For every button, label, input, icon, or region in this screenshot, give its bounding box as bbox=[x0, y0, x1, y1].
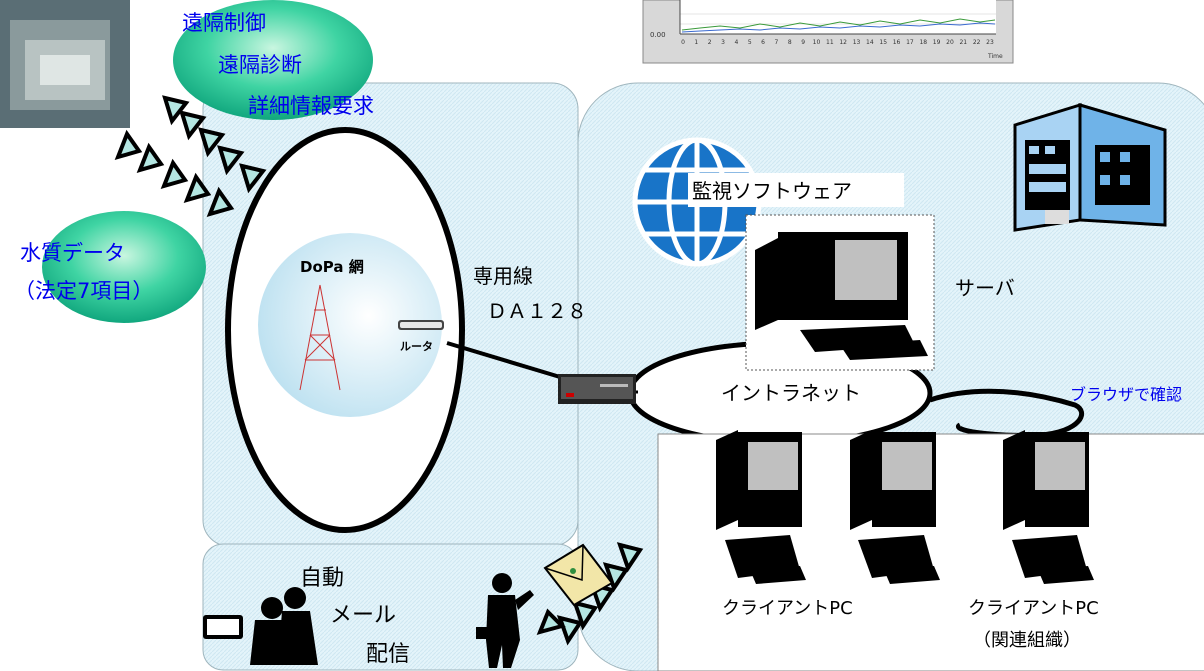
business-person-icon bbox=[476, 573, 534, 668]
chart-x-tick: 10 bbox=[813, 39, 821, 46]
label-remote-control: 遠隔制御 bbox=[182, 11, 266, 35]
client-pc-icon-3 bbox=[1003, 430, 1094, 584]
chart-x-tick: 21 bbox=[959, 39, 967, 46]
label-dopa-network: DoPa 網 bbox=[300, 258, 364, 276]
chart-y-zero: 0.00 bbox=[650, 31, 666, 39]
router-icon bbox=[398, 320, 444, 330]
chart-x-tick: 13 bbox=[853, 39, 861, 46]
chart-x-tick: 0 bbox=[681, 39, 685, 46]
chart-x-tick: 17 bbox=[906, 39, 914, 46]
chart-x-tick: 7 bbox=[775, 39, 779, 46]
office-building-icon bbox=[1013, 102, 1167, 232]
network-switch-icon bbox=[558, 374, 636, 404]
chart-x-tick: 20 bbox=[946, 39, 954, 46]
label-monitoring-software: 監視ソフトウェア bbox=[692, 179, 852, 203]
label-legal-items: （法定7項目） bbox=[14, 279, 153, 303]
label-client-pc-related: クライアントPC bbox=[968, 598, 1099, 619]
chart-x-tick: 4 bbox=[734, 39, 738, 46]
chart-x-tick: 16 bbox=[893, 39, 901, 46]
chart-x-tick: 6 bbox=[761, 39, 765, 46]
chart-x-tick: 11 bbox=[826, 39, 834, 46]
wireless-signal-upper bbox=[114, 95, 267, 218]
chart-x-title: Time bbox=[987, 53, 1003, 60]
label-router: ルータ bbox=[400, 340, 433, 353]
chart-x-tick: 2 bbox=[708, 39, 712, 46]
chart-x-tick: 12 bbox=[839, 39, 847, 46]
label-delivery: 配信 bbox=[366, 642, 410, 667]
label-da128: ＤＡ１２８ bbox=[487, 299, 587, 323]
chart-x-tick: 9 bbox=[801, 39, 805, 46]
monitoring-label-bg bbox=[688, 173, 904, 207]
chart-x-tick: 3 bbox=[721, 39, 725, 46]
chart-x-tick: 18 bbox=[919, 39, 927, 46]
browser-cable bbox=[929, 388, 1084, 438]
label-client-pc: クライアントPC bbox=[722, 598, 853, 619]
label-detail-request: 詳細情報要求 bbox=[248, 94, 374, 118]
client-pc-icon-1 bbox=[716, 430, 806, 584]
label-server: サーバ bbox=[955, 276, 1015, 300]
plant-photo bbox=[0, 0, 130, 128]
mail-envelope-icon bbox=[543, 543, 614, 607]
chart-x-tick: 19 bbox=[933, 39, 941, 46]
label-browser-check: ブラウザで確認 bbox=[1070, 385, 1182, 404]
label-intranet: イントラネット bbox=[721, 381, 861, 405]
label-water-data: 水質データ bbox=[20, 241, 125, 265]
people-silhouettes-icon bbox=[203, 587, 318, 665]
client-pc-icon-2 bbox=[850, 430, 940, 584]
water-data-bubble bbox=[42, 211, 206, 323]
chart-x-tick: 14 bbox=[866, 39, 874, 46]
remote-control-bubble bbox=[173, 0, 373, 120]
chart-x-tick: 5 bbox=[748, 39, 752, 46]
leased-line bbox=[446, 341, 571, 382]
label-related-org: （関連組織） bbox=[973, 630, 1081, 651]
label-remote-diagnosis: 遠隔診断 bbox=[218, 53, 302, 77]
label-auto: 自動 bbox=[300, 566, 344, 591]
chart-x-tick: 8 bbox=[788, 39, 792, 46]
label-mail: メール bbox=[330, 603, 396, 628]
chart-x-tick: 1 bbox=[694, 39, 698, 46]
chart-x-tick: 15 bbox=[879, 39, 887, 46]
chart-x-tick: 23 bbox=[986, 39, 994, 46]
antenna-tower-icon bbox=[299, 284, 341, 391]
server-computer-icon bbox=[755, 232, 928, 360]
chart-x-tick: 22 bbox=[973, 39, 981, 46]
label-leased-line: 専用線 bbox=[473, 264, 533, 288]
